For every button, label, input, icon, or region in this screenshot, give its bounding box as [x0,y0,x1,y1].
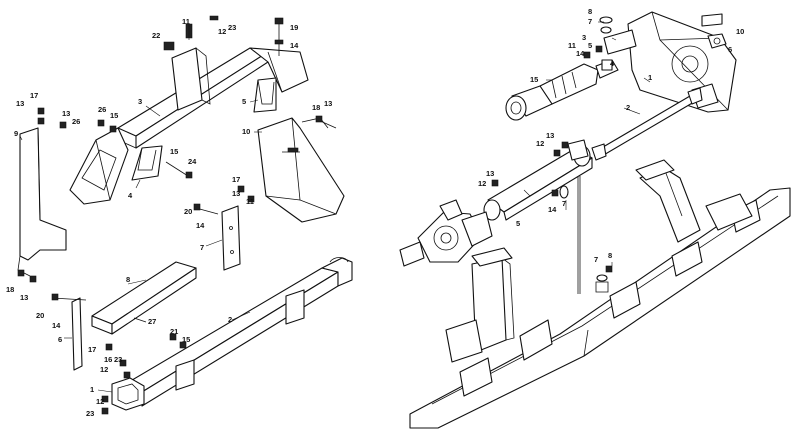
callout-l-14-mid: 14 [196,221,205,230]
callout-r-8-top: 8 [588,7,592,16]
callout-r-7-mid: 7 [562,199,566,208]
callout-r-7-top: 7 [588,17,592,26]
callout-r-5-mid: 5 [516,219,520,228]
callout-l-2: 2 [228,315,232,324]
callout-r-15: 15 [530,75,538,84]
callout-l-8: 8 [126,275,130,284]
left-hardware [17,15,337,415]
gasket-6 [707,33,727,49]
callout-l-10: 10 [242,127,250,136]
right-leader-lines [523,21,651,266]
callout-l-12-low: 12 [100,365,108,374]
upright-post [171,47,211,111]
callout-l-13-left: 13 [16,99,24,108]
lower-frame-member-2 [111,257,353,411]
right-exploded-view: 8 7 3 5 11 14 4 10 6 1 15 2 13 12 13 12 … [399,7,791,429]
callout-l-23-top: 23 [228,23,236,32]
callout-r-8-low: 8 [608,251,612,260]
callout-l-17-mid: 17 [232,175,240,184]
right-hardware [491,16,613,293]
callout-r-13-top: 13 [546,131,554,140]
callout-l-14-low: 14 [52,321,61,330]
callout-r-13-left: 13 [486,169,494,178]
callout-r-1: 1 [648,73,652,82]
vertical-rod [577,176,581,294]
right-callout-labels: 8 7 3 5 11 14 4 10 6 1 15 2 13 12 13 12 … [478,7,744,264]
callout-r-12-left: 12 [478,179,486,188]
brace-7 [221,205,241,271]
callout-l-13-right: 13 [324,99,332,108]
callout-l-21: 21 [170,327,178,336]
callout-l-13-left2: 13 [62,109,70,118]
callout-l-19: 19 [290,23,298,32]
callout-l-18-right: 18 [312,103,320,112]
decal-10 [701,13,723,27]
side-shield-10 [257,117,345,223]
callout-l-20-mid: 20 [184,207,192,216]
callout-l-13-low: 13 [20,293,28,302]
callout-r-14-mid: 14 [548,205,557,214]
callout-r-12-top: 12 [536,139,544,148]
callout-l-5: 5 [242,97,246,106]
callout-l-1: 1 [90,385,94,394]
callout-l-4: 4 [128,191,133,200]
main-frame [409,187,791,429]
shaft-2 [591,87,703,161]
tube-5 [483,139,593,221]
left-exploded-view: 11 12 23 22 19 14 3 5 17 13 26 15 13 26 … [6,15,353,418]
callout-l-23-low: 23 [114,355,122,364]
callout-l-17-low: 17 [88,345,96,354]
front-bracket [69,127,129,205]
callout-r-4: 4 [610,59,615,68]
callout-l-3: 3 [138,97,142,106]
right-upright [635,159,753,243]
callout-r-11: 11 [568,41,576,50]
callout-r-6: 6 [728,45,732,54]
left-leader-lines [19,24,262,393]
left-callout-labels: 11 12 23 22 19 14 3 5 17 13 26 15 13 26 … [6,17,332,418]
callout-r-14-top: 14 [576,49,585,58]
callout-l-9: 9 [14,129,18,138]
side-panel-9 [17,127,67,277]
callout-l-15-low: 15 [182,335,190,344]
driveshaft-15 [505,59,619,121]
callout-l-17-left: 17 [30,91,38,100]
callout-r-7-low: 7 [594,255,598,264]
plate-8 [91,261,197,335]
lower-gearbox [399,199,493,267]
mounting-bracket-4 [131,145,163,181]
callout-l-23-bottom: 23 [86,409,94,418]
callout-l-20-low: 20 [36,311,44,320]
callout-l-7: 7 [200,243,204,252]
callout-l-14-top: 14 [290,41,299,50]
mounting-bracket-5 [253,77,277,113]
callout-l-18-low: 18 [6,285,14,294]
callout-r-5-top: 5 [588,41,592,50]
callout-l-27: 27 [148,317,156,326]
callout-l-11-top: 11 [182,17,190,26]
callout-l-24: 24 [188,157,197,166]
bar-6 [71,297,83,371]
callout-l-26-left: 26 [98,105,106,114]
callout-l-12-bottom: 12 [96,397,104,406]
callout-l-22: 22 [152,31,160,40]
left-upright [445,247,515,363]
callout-r-10: 10 [736,27,744,36]
callout-l-16: 16 [104,355,112,364]
gearbox-1 [603,11,737,113]
callout-l-26-left2: 26 [72,117,80,126]
callout-l-12-top: 12 [218,27,226,36]
callout-l-15-left: 15 [110,111,118,120]
callout-l-11-mid: 11 [246,197,254,206]
callout-l-6: 6 [58,335,62,344]
callout-r-2: 2 [626,103,630,112]
callout-l-15-mid: 15 [170,147,178,156]
callout-r-3: 3 [582,33,586,42]
callout-l-13-mid: 13 [232,189,240,198]
